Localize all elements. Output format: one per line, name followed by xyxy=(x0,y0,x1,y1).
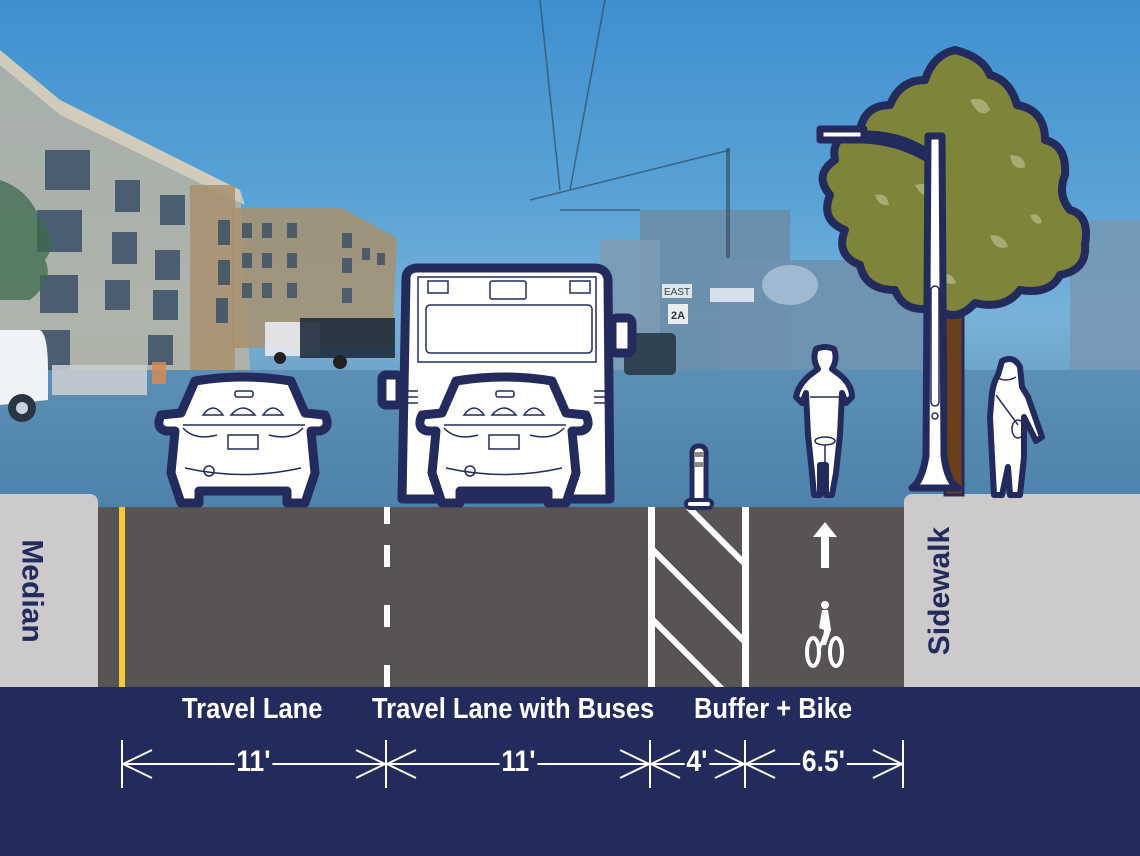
sidewalk-label: Sidewalk xyxy=(923,526,957,656)
median-label: Median xyxy=(15,539,49,643)
sidewalk: Sidewalk xyxy=(904,494,1140,687)
dimension-bike-lane: 6.5' xyxy=(800,745,847,779)
lane-label-travel-lane: Travel Lane xyxy=(182,693,323,725)
median: Median xyxy=(0,494,98,687)
parked-vehicles-photo xyxy=(0,318,395,422)
dimension-travel-lane-buses: 11' xyxy=(499,745,538,779)
lane-divider-dash xyxy=(384,605,390,627)
lane-label-travel-lane-buses: Travel Lane with Buses xyxy=(372,693,655,725)
lane-label-buffer-bike: Buffer + Bike xyxy=(694,693,853,725)
lane-divider-dash xyxy=(384,507,390,524)
lane-divider-dash xyxy=(384,665,390,687)
cyclist-icon xyxy=(793,344,855,498)
apartment-building-left xyxy=(0,50,250,375)
lane-divider-dash xyxy=(384,545,390,567)
dimension-travel-lane: 11' xyxy=(234,745,273,779)
dimension-lines xyxy=(120,740,905,788)
car-icon xyxy=(154,372,332,508)
center-line-yellow xyxy=(119,507,125,687)
dimension-band xyxy=(0,687,1140,856)
asphalt-roadway xyxy=(98,507,904,687)
buffer-edge-right xyxy=(742,507,749,687)
overhead-wires xyxy=(529,0,731,258)
dimension-buffer: 4' xyxy=(684,745,710,779)
parked-car-photo xyxy=(624,333,676,375)
evergreen-tree-photo xyxy=(0,180,52,300)
apartment-building-middle xyxy=(232,208,397,348)
pedestrian-icon xyxy=(987,356,1045,498)
buffer-hatching xyxy=(648,507,748,687)
buffer-edge-left xyxy=(648,507,655,687)
street-light-icon xyxy=(816,125,962,492)
sign-2a-text: 2A xyxy=(671,310,685,322)
bike-lane-arrow-icon xyxy=(813,522,837,568)
bike-lane-symbol-icon xyxy=(805,601,844,668)
car-icon xyxy=(415,372,593,508)
flex-post-bollard-icon xyxy=(684,443,714,510)
sign-east xyxy=(662,284,692,298)
sign-east-text: EAST xyxy=(664,287,690,298)
